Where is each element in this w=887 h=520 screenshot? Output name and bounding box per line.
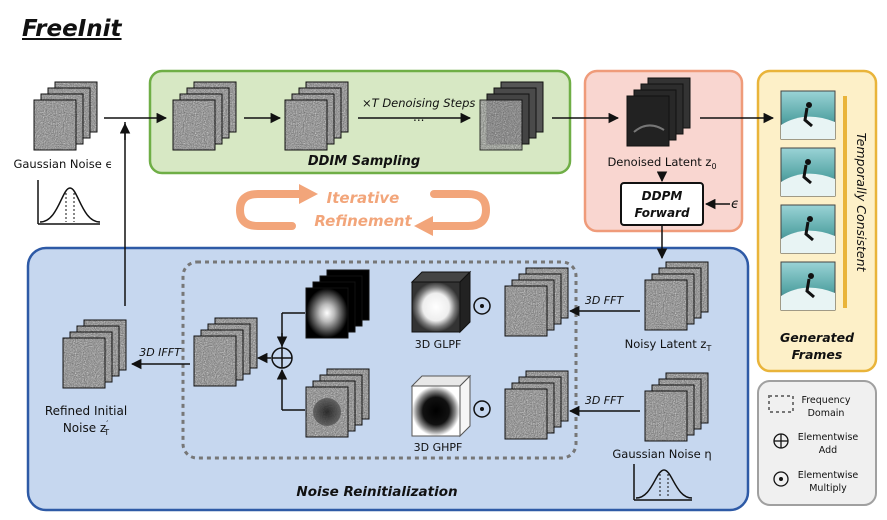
ddpm-label-2: Forward bbox=[634, 206, 690, 220]
denoising-steps-label: ×T Denoising Steps bbox=[362, 96, 475, 110]
legend-multiply-2: Multiply bbox=[809, 483, 847, 494]
noisy-latent-stack bbox=[644, 261, 709, 331]
generated-frame-4 bbox=[780, 261, 836, 311]
legend-multiply-icon bbox=[773, 471, 789, 487]
legend-add-2: Add bbox=[819, 445, 837, 456]
lowfreq-noise-stack bbox=[504, 267, 569, 337]
ghpf-label: 3D GHPF bbox=[414, 441, 463, 454]
page-title: FreeInit bbox=[22, 16, 122, 42]
ellipsis: ... bbox=[413, 110, 424, 124]
legend-add-1: Elementwise bbox=[798, 432, 859, 443]
generated-frame-1 bbox=[780, 90, 836, 140]
fft-label-bottom: 3D FFT bbox=[585, 394, 625, 407]
lowpass-result-stack bbox=[305, 269, 370, 339]
noisy-latent-label: Noisy Latent zT bbox=[625, 337, 712, 353]
noise-reinit-box bbox=[26, 246, 750, 512]
gaussian-noise-eta-stack bbox=[644, 372, 709, 442]
refined-noise-label-2: Noise z′T bbox=[63, 420, 109, 437]
ddim-frame-stack-1 bbox=[172, 81, 237, 151]
ddim-frame-stack-3 bbox=[479, 81, 544, 151]
gaussian-curve-eta-icon bbox=[633, 464, 693, 501]
generated-frame-3 bbox=[780, 204, 836, 254]
legend-add-icon bbox=[773, 433, 789, 449]
gaussian-noise-eta-label: Gaussian Noise η bbox=[612, 447, 711, 461]
highpass-result-stack bbox=[305, 368, 370, 438]
refinement-loop-arrows bbox=[235, 190, 491, 230]
legend-box bbox=[757, 380, 877, 506]
glpf-label: 3D GLPF bbox=[415, 338, 462, 351]
ifft-label: 3D IFFT bbox=[139, 346, 182, 359]
ddpm-label-1: DDPM bbox=[642, 189, 683, 203]
refined-noise-stack bbox=[62, 319, 127, 389]
highfreq-noise-stack bbox=[504, 370, 569, 440]
refined-noise-label-1: Refined Initial bbox=[45, 404, 127, 418]
ddpm-forward-box bbox=[620, 182, 704, 226]
fft-label-top: 3D FFT bbox=[585, 294, 625, 307]
generated-label-1: Generated bbox=[780, 330, 855, 345]
generated-label-2: Frames bbox=[792, 347, 843, 362]
ddim-sampling-box bbox=[148, 69, 572, 175]
legend-frequency-icon bbox=[768, 395, 794, 413]
combined-noise-stack bbox=[193, 317, 258, 387]
gaussian-curve-eps-icon bbox=[37, 180, 101, 225]
denoised-latent-stack bbox=[626, 77, 691, 147]
ghpf-cube bbox=[410, 374, 472, 438]
multiply-operator-bottom bbox=[473, 400, 491, 418]
refinement-arrowhead-right bbox=[299, 184, 318, 204]
add-operator bbox=[271, 347, 293, 369]
noise-reinit-label: Noise Reinitialization bbox=[296, 484, 457, 500]
refinement-label-2: Refinement bbox=[314, 212, 412, 230]
gaussian-noise-eps-stack bbox=[33, 81, 98, 151]
temporally-consistent-label: Temporally Consistent bbox=[854, 133, 869, 273]
refinement-arrowhead-left bbox=[414, 216, 433, 236]
legend-frequency-1: Frequency bbox=[801, 395, 850, 406]
ddpm-epsilon: ϵ bbox=[731, 197, 739, 212]
ddim-frame-stack-2 bbox=[284, 81, 349, 151]
flow-arrows bbox=[104, 112, 775, 417]
multiply-operator-top bbox=[473, 297, 491, 315]
legend-frequency-2: Domain bbox=[808, 408, 845, 419]
legend-multiply-1: Elementwise bbox=[798, 470, 859, 481]
denoised-latent-label: Denoised Latent z0 bbox=[607, 155, 716, 171]
glpf-cube bbox=[410, 270, 472, 334]
generated-frame-2 bbox=[780, 147, 836, 197]
refinement-label-1: Iterative bbox=[327, 189, 400, 207]
gaussian-noise-eps-label: Gaussian Noise ϵ bbox=[13, 157, 112, 171]
ddim-label: DDIM Sampling bbox=[308, 154, 420, 169]
